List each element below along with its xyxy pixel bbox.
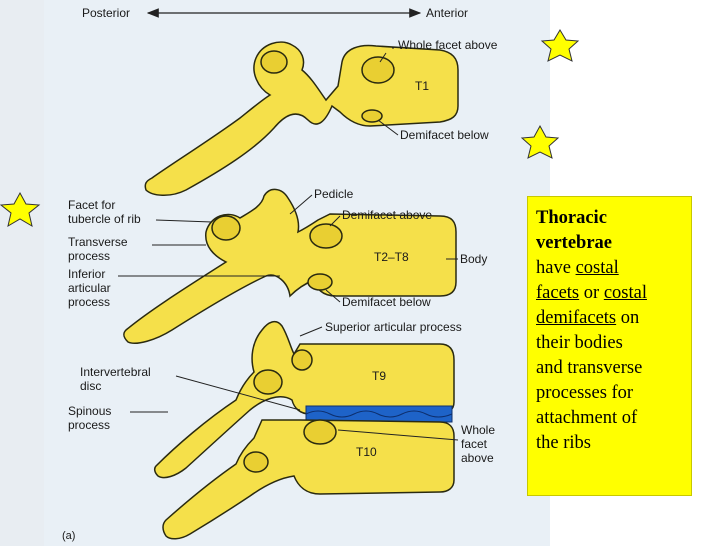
- t1-name: T1: [415, 79, 429, 93]
- inferior-label-1: Inferior: [68, 267, 105, 281]
- info-have: have: [536, 258, 571, 278]
- costal-facets-link-2: facets: [536, 283, 580, 303]
- info-line-5: demifacets on: [536, 306, 683, 331]
- t1-demifacet-label: Demifacet below: [400, 128, 489, 142]
- intervertebral-disc: [305, 405, 453, 423]
- t1-vertebra: [144, 41, 459, 196]
- info-line-10: the ribs: [536, 433, 591, 453]
- t2-t8-name: T2–T8: [374, 250, 409, 264]
- figure-label: (a): [62, 530, 75, 542]
- info-title-2: vertebrae: [536, 233, 613, 253]
- t9-vertebra: [153, 320, 455, 479]
- whole-facet-label-3: above: [461, 451, 494, 465]
- transverse-label-1: Transverse: [68, 235, 128, 249]
- costal-facets-link-1: costal: [575, 258, 619, 278]
- inferior-label-3: process: [68, 295, 110, 309]
- costal-demifacets-link-1: costal: [603, 283, 647, 303]
- pedicle-label: Pedicle: [314, 187, 354, 201]
- t10-vertebra: [162, 419, 455, 540]
- star-icon: [0, 191, 41, 228]
- body-label: Body: [460, 252, 487, 266]
- star-icon: [540, 29, 580, 62]
- info-line-8: processes for: [536, 383, 634, 403]
- facet-tubercle-label-1: Facet for: [68, 198, 115, 212]
- info-line-3: have costal: [536, 256, 683, 281]
- info-line-9: attachment of: [536, 408, 638, 428]
- intervertebral-label-1: Intervertebral: [80, 365, 151, 379]
- superior-articular-label: Superior articular process: [325, 320, 462, 334]
- info-line-6: their bodies: [536, 333, 623, 353]
- star-icon: [520, 124, 560, 159]
- t9-name: T9: [372, 369, 386, 383]
- whole-facet-label-1: Whole: [461, 423, 495, 437]
- spinous-label-1: Spinous: [68, 404, 111, 418]
- info-or: or: [583, 283, 600, 303]
- left-margin: [0, 0, 44, 546]
- whole-facet-label-2: facet: [461, 437, 488, 451]
- info-line-7: and transverse: [536, 358, 643, 378]
- info-title-1: Thoracic: [536, 208, 607, 228]
- facet-tubercle-label-2: tubercle of rib: [68, 212, 141, 226]
- info-line-4: facets or costal: [536, 281, 683, 306]
- info-box: Thoracic vertebrae have costal facets or…: [527, 196, 692, 496]
- transverse-label-2: process: [68, 249, 110, 263]
- inferior-label-2: articular: [68, 281, 111, 295]
- t1-whole-facet-label: Whole facet above: [398, 38, 498, 52]
- info-on: on: [620, 308, 640, 328]
- posterior-label: Posterior: [82, 6, 130, 20]
- anterior-label: Anterior: [426, 6, 468, 20]
- t2-t8-vertebra: [123, 188, 457, 344]
- costal-demifacets-link-2: demifacets: [536, 308, 617, 328]
- t10-name: T10: [356, 445, 377, 459]
- demifacet-above-label: Demifacet above: [342, 208, 432, 222]
- demifacet-below-label: Demifacet below: [342, 295, 431, 309]
- spinous-label-2: process: [68, 418, 110, 432]
- intervertebral-label-2: disc: [80, 379, 101, 393]
